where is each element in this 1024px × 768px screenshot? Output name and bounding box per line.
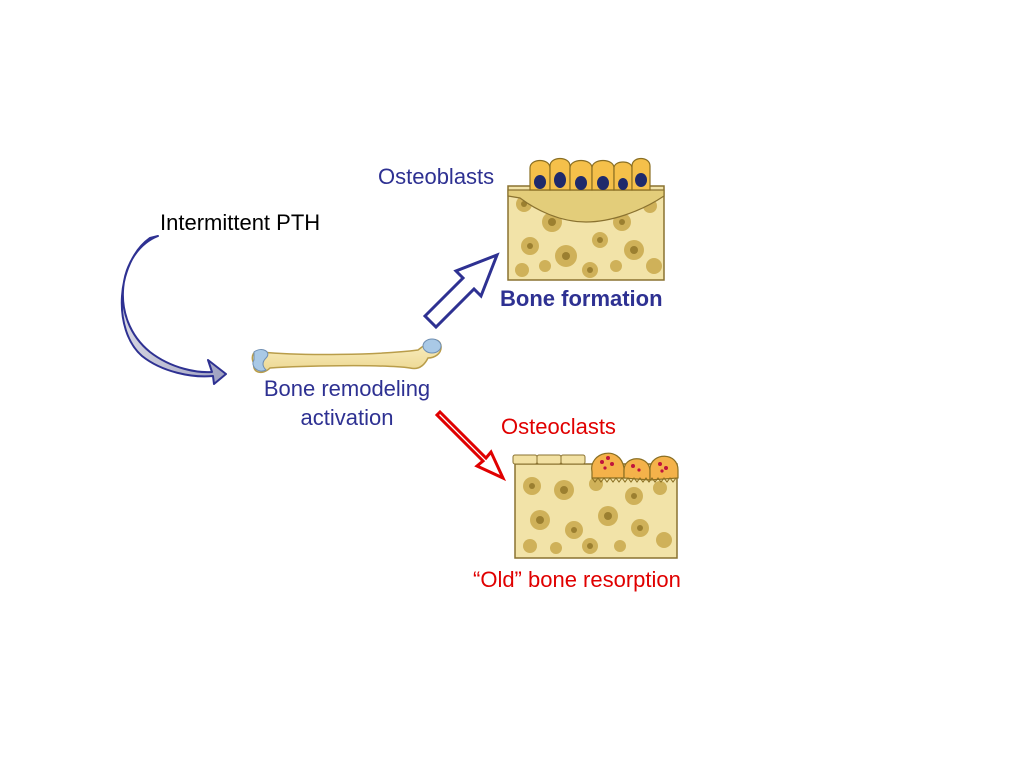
- remodeling-label-line2: activation: [300, 405, 394, 430]
- osteoblast-cells: [529, 157, 651, 191]
- remodeling-label: Bone remodeling activation: [242, 374, 452, 432]
- bone-formation-tissue-block: [507, 185, 665, 281]
- osteoclast-cells: [591, 452, 679, 483]
- up-arrow-icon: [422, 252, 500, 330]
- bone-formation-label: Bone formation: [500, 286, 663, 311]
- osteoblasts-label: Osteoblasts: [378, 164, 495, 189]
- curved-arrow-icon: [120, 235, 227, 385]
- pth-label: Intermittent PTH: [160, 210, 321, 235]
- osteoclasts-label: Osteoclasts: [501, 414, 616, 439]
- down-arrow-icon: [434, 409, 507, 482]
- femur-bone-icon: [251, 338, 442, 374]
- remodeling-label-line1: Bone remodeling: [263, 376, 431, 401]
- resorption-label: “Old” bone resorption: [473, 567, 681, 592]
